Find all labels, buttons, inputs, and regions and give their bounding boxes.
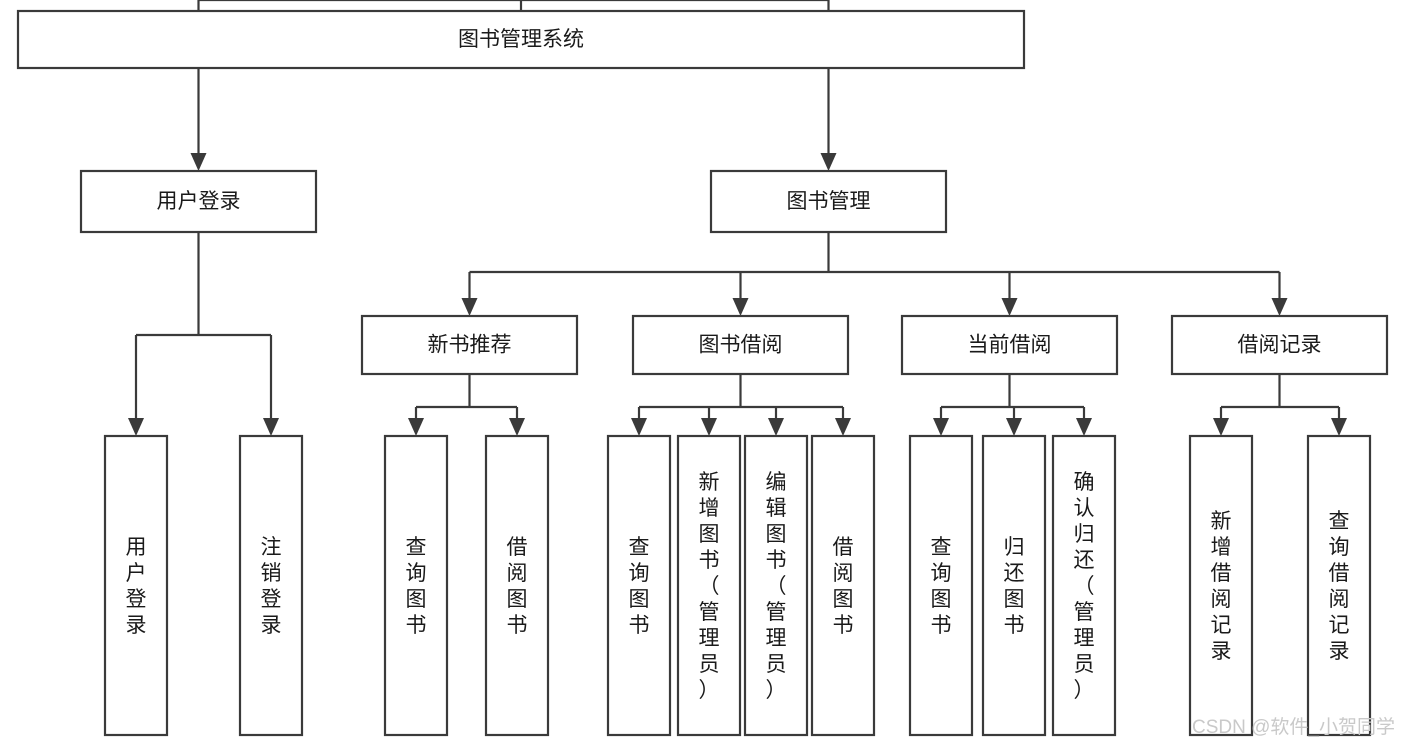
node-leaf-query-borrow-record[interactable]: 查询借阅记录 bbox=[1306, 434, 1372, 737]
node-book-borrow-label: 图书借阅 bbox=[699, 334, 783, 357]
node-book-borrow[interactable]: 图书借阅 bbox=[631, 314, 850, 376]
node-leaf-return-book[interactable]: 归还图书 bbox=[981, 434, 1047, 737]
branch-new-book-recommend bbox=[408, 374, 525, 436]
branch-borrow-record bbox=[1213, 374, 1347, 436]
node-leaf-logout-login-label: 注销登录 bbox=[261, 536, 282, 637]
node-leaf-edit-book-admin[interactable]: 编辑图书（管理员） bbox=[743, 434, 809, 737]
node-book-management-box[interactable] bbox=[709, 169, 948, 234]
node-leaf-user-login-box[interactable] bbox=[103, 434, 169, 737]
node-user-login-label: 用户登录 bbox=[157, 190, 241, 213]
node-leaf-borrow-book-recommend-box[interactable] bbox=[484, 434, 550, 737]
node-book-management-label: 图书管理 bbox=[787, 190, 871, 213]
node-book-borrow-box[interactable] bbox=[631, 314, 850, 376]
node-leaf-borrow-book[interactable]: 借阅图书 bbox=[810, 434, 876, 737]
connector-arrowhead bbox=[1271, 298, 1288, 316]
node-current-borrow[interactable]: 当前借阅 bbox=[900, 314, 1119, 376]
node-leaf-query-book-recommend-label: 查询图书 bbox=[406, 536, 427, 637]
branch-book-borrow bbox=[631, 374, 851, 436]
connector-arrowhead bbox=[701, 418, 717, 436]
node-leaf-query-borrow-record-box[interactable] bbox=[1306, 434, 1372, 737]
node-root-label: 图书管理系统 bbox=[458, 28, 584, 51]
node-leaf-query-borrow-record-label: 查询借阅记录 bbox=[1329, 510, 1350, 663]
connector-arrowhead bbox=[820, 153, 837, 171]
node-leaf-confirm-return-admin[interactable]: 确认归还（管理员） bbox=[1051, 434, 1117, 737]
node-leaf-query-book-current[interactable]: 查询图书 bbox=[908, 434, 974, 737]
node-leaf-add-borrow-record-label: 新增借阅记录 bbox=[1211, 510, 1232, 663]
connector-arrowhead bbox=[408, 418, 424, 436]
node-root-box[interactable] bbox=[16, 9, 1026, 70]
node-borrow-record-label: 借阅记录 bbox=[1238, 334, 1322, 357]
branch-user-login bbox=[128, 232, 279, 436]
node-leaf-confirm-return-admin-label: 确认归还（管理员） bbox=[1074, 471, 1095, 702]
connector-arrowhead bbox=[190, 153, 207, 171]
node-leaf-user-login-label: 用户登录 bbox=[126, 536, 147, 637]
connector-arrowhead bbox=[461, 298, 478, 316]
node-leaf-logout-login-box[interactable] bbox=[238, 434, 304, 737]
node-leaf-add-borrow-record[interactable]: 新增借阅记录 bbox=[1188, 434, 1254, 737]
connector-arrowhead bbox=[768, 418, 784, 436]
node-leaf-edit-book-admin-label: 编辑图书（管理员） bbox=[766, 471, 787, 702]
node-leaf-borrow-book-recommend-label: 借阅图书 bbox=[507, 536, 528, 637]
connector-arrowhead bbox=[1331, 418, 1347, 436]
csdn-watermark: CSDN @软件_小贺同学 bbox=[1192, 716, 1395, 738]
connector-arrowhead bbox=[631, 418, 647, 436]
node-leaf-user-login[interactable]: 用户登录 bbox=[103, 434, 169, 737]
node-current-borrow-box[interactable] bbox=[900, 314, 1119, 376]
connector-arrowhead bbox=[835, 418, 851, 436]
node-leaf-query-book-recommend[interactable]: 查询图书 bbox=[383, 434, 449, 737]
node-leaf-confirm-return-admin-box[interactable] bbox=[1051, 434, 1117, 737]
node-leaf-add-book-admin[interactable]: 新增图书（管理员） bbox=[676, 434, 742, 737]
node-leaf-logout-login[interactable]: 注销登录 bbox=[238, 434, 304, 737]
node-current-borrow-label: 当前借阅 bbox=[968, 334, 1052, 357]
connector-arrowhead bbox=[1006, 418, 1022, 436]
connector-arrowhead bbox=[263, 418, 279, 436]
node-leaf-return-book-label: 归还图书 bbox=[1004, 536, 1025, 637]
node-new-book-recommend-box[interactable] bbox=[360, 314, 579, 376]
connectors-layer bbox=[128, 0, 1347, 436]
node-leaf-query-book-borrow-label: 查询图书 bbox=[629, 536, 650, 637]
connector-arrowhead bbox=[1213, 418, 1229, 436]
node-borrow-record[interactable]: 借阅记录 bbox=[1170, 314, 1389, 376]
connector-arrowhead bbox=[1001, 298, 1018, 316]
node-leaf-add-book-admin-label: 新增图书（管理员） bbox=[699, 471, 720, 702]
node-leaf-borrow-book-label: 借阅图书 bbox=[833, 536, 854, 637]
connector-arrowhead bbox=[128, 418, 144, 436]
node-root[interactable]: 图书管理系统 bbox=[16, 9, 1026, 70]
node-book-management[interactable]: 图书管理 bbox=[709, 169, 948, 234]
branch-current-borrow bbox=[933, 374, 1092, 436]
node-leaf-edit-book-admin-box[interactable] bbox=[743, 434, 809, 737]
connector-arrowhead bbox=[933, 418, 949, 436]
node-borrow-record-box[interactable] bbox=[1170, 314, 1389, 376]
node-leaf-add-borrow-record-box[interactable] bbox=[1188, 434, 1254, 737]
branch-book-management bbox=[461, 232, 1288, 316]
node-leaf-borrow-book-box[interactable] bbox=[810, 434, 876, 737]
connector-arrowhead bbox=[732, 298, 749, 316]
node-leaf-add-book-admin-box[interactable] bbox=[676, 434, 742, 737]
connector-arrowhead bbox=[509, 418, 525, 436]
node-leaf-query-book-current-box[interactable] bbox=[908, 434, 974, 737]
node-user-login-box[interactable] bbox=[79, 169, 318, 234]
node-leaf-query-book-borrow-box[interactable] bbox=[606, 434, 672, 737]
node-leaf-query-book-recommend-box[interactable] bbox=[383, 434, 449, 737]
node-leaf-borrow-book-recommend[interactable]: 借阅图书 bbox=[484, 434, 550, 737]
node-user-login[interactable]: 用户登录 bbox=[79, 169, 318, 234]
node-new-book-recommend-label: 新书推荐 bbox=[428, 334, 512, 357]
node-leaf-query-book-borrow[interactable]: 查询图书 bbox=[606, 434, 672, 737]
connector-arrowhead bbox=[1076, 418, 1092, 436]
node-leaf-return-book-box[interactable] bbox=[981, 434, 1047, 737]
nodes-layer: 图书管理系统用户登录图书管理新书推荐图书借阅当前借阅借阅记录用户登录注销登录查询… bbox=[16, 9, 1389, 737]
node-new-book-recommend[interactable]: 新书推荐 bbox=[360, 314, 579, 376]
node-leaf-query-book-current-label: 查询图书 bbox=[931, 536, 952, 637]
